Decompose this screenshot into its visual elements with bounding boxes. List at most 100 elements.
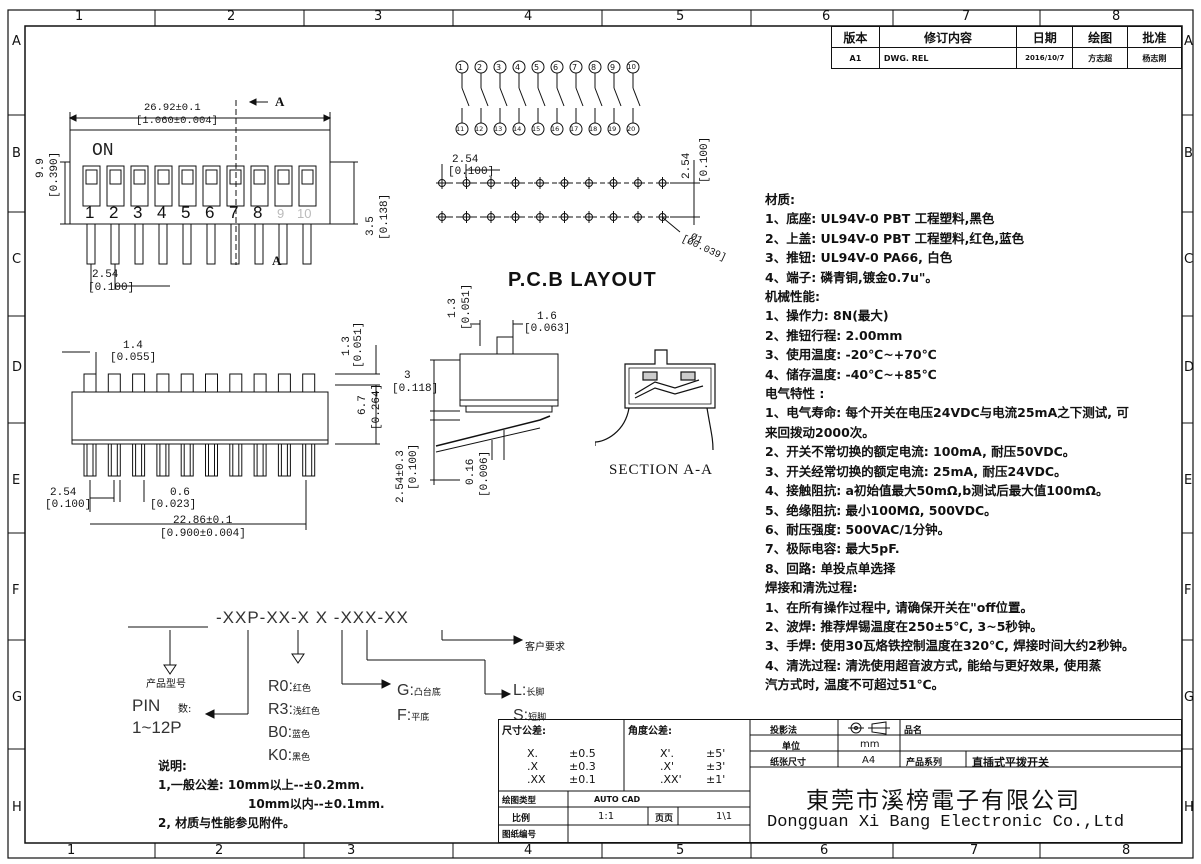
color-code: R0: <box>268 678 293 695</box>
row-letter: A <box>1184 34 1193 49</box>
dim-width: 26.92±0.1 <box>144 102 201 114</box>
pin-count-label: 数: <box>178 704 192 715</box>
row-letter: E <box>1184 473 1193 488</box>
section-mark-top: A <box>275 94 285 109</box>
notes-item: 6、耐压强度: 500VAC/1分钟。 <box>765 521 951 537</box>
color-options: R0:红色 R3:浅红色 B0:蓝色 K0:黑色 <box>268 676 320 768</box>
front-slider <box>107 373 121 393</box>
notes-item: 来回拨动2000次。 <box>765 424 875 440</box>
row-letter: C <box>12 252 22 267</box>
schematic-switch-contact <box>556 87 565 107</box>
rev-cell: DWG. REL <box>878 47 1018 69</box>
base-code: G: <box>397 682 414 699</box>
row-letter: D <box>1184 360 1195 375</box>
color-name: 浅红色 <box>292 707 320 717</box>
front-dim-3-in: [0.264] <box>371 383 383 430</box>
front-dim-4-in: [0.100] <box>45 499 92 511</box>
row-letter: F <box>1184 583 1192 598</box>
base-options: G:凸台底 F:平底 <box>397 679 441 729</box>
color-code: B0: <box>268 724 293 741</box>
front-slider <box>205 373 218 393</box>
on-label: ON <box>92 141 114 161</box>
notes-heading: 焊接和清洗过程: <box>765 580 858 596</box>
front-dim-2-in: [0.051] <box>353 321 365 368</box>
pcb-hole-pattern <box>436 160 700 233</box>
schematic-switch-contact <box>575 87 584 107</box>
title-block-grid <box>498 719 1182 843</box>
schematic-bottom-pin: 20 <box>627 125 636 133</box>
company-name-en: Dongguan Xi Bang Electronic Co.,Ltd <box>767 813 1125 832</box>
row-letter: F <box>12 583 20 598</box>
notes-item: 4、清洗过程: 清洗使用超音波方式, 能给与更好效果, 使用蒸 <box>765 657 1102 673</box>
rev-header: 修订内容 <box>878 26 1018 48</box>
ang-val: ±5' <box>706 747 726 760</box>
notes-heading: 电气特性 : <box>765 386 825 402</box>
front-pin <box>277 443 291 477</box>
rev-cell: A1 <box>831 47 880 69</box>
tol-key: .X <box>527 760 539 773</box>
front-slider <box>302 373 316 393</box>
front-pin <box>156 443 170 477</box>
dim-pin: 3.5 <box>365 216 377 236</box>
series: 直插式平拨开关 <box>972 756 1049 769</box>
rev-cell: 杨志刚 <box>1126 47 1183 69</box>
side-dim-2: 1.6 <box>537 311 557 323</box>
switch-number: 6 <box>205 203 215 222</box>
switch-number: 1 <box>85 203 95 222</box>
tol-val: ±0.5 <box>569 747 596 760</box>
front-slider <box>156 373 170 393</box>
tol-key: .XX <box>527 773 546 786</box>
front-dim-1-in: [0.055] <box>110 352 157 364</box>
front-dim-3: 6.7 <box>357 395 369 415</box>
col-number: 5 <box>676 9 685 24</box>
switch-number: 10 <box>297 206 312 221</box>
front-slider <box>83 373 97 393</box>
tol-key: X. <box>527 747 539 760</box>
schematic-bottom-pin: 19 <box>608 125 617 133</box>
ang-val: ±1' <box>706 773 726 786</box>
col-number: 5 <box>676 843 685 858</box>
customer-requirement: 客户要求 <box>525 642 565 653</box>
name-label: 品名 <box>904 726 923 736</box>
pcb-pitch-in: [0.100] <box>448 166 495 178</box>
dim-pin-in: [0.138] <box>379 193 391 240</box>
angle-tolerance-label: 角度公差: <box>628 726 672 737</box>
front-dim-2: 1.3 <box>341 336 353 356</box>
base-name: 凸台底 <box>413 688 441 698</box>
side-dim-1-in: [0.051] <box>461 283 473 330</box>
notes-item: 1、在所有操作过程中, 请确保开关在"off位置。 <box>765 599 1034 615</box>
side-dim-5-in: [0.006] <box>479 450 491 497</box>
switch-number: 5 <box>181 203 191 222</box>
col-number: 2 <box>215 843 224 858</box>
front-pin <box>253 443 267 477</box>
pcb-row-pitch-in: [0.100] <box>699 136 711 183</box>
row-letter: D <box>12 360 23 375</box>
color-code: K0: <box>268 747 293 764</box>
remarks-title: 说明: <box>158 759 187 773</box>
col-number: 1 <box>75 9 84 24</box>
dim-pitch: 2.54 <box>92 269 119 281</box>
top-view-drawing <box>60 98 358 290</box>
front-dim-1: 1.4 <box>123 340 143 352</box>
remarks-line: 1,一般公差: 10mm以上--±0.2mm. <box>158 778 365 792</box>
draw-type-label: 绘图类型 <box>502 796 537 806</box>
col-number: 3 <box>347 843 356 858</box>
scale: 1:1 <box>598 811 615 822</box>
schematic-pin-labels: 1 2 3 4 5 6 7 8 9 10 11 12 13 14 15 16 1… <box>452 58 652 140</box>
front-dim-5: 0.6 <box>170 487 190 499</box>
tol-val: ±0.3 <box>569 760 596 773</box>
part-number-diagram <box>128 626 524 719</box>
row-letter: C <box>1184 252 1194 267</box>
schematic-top-pin: 1 <box>458 63 464 72</box>
notes-item: 8、回路: 单投点单选择 <box>765 560 896 576</box>
pin-label: PIN <box>132 696 161 715</box>
notes-heading: 机械性能: <box>765 289 820 305</box>
col-number: 1 <box>67 843 76 858</box>
rev-header: 版本 <box>831 26 880 48</box>
part-number-code: -XXP-XX-X X -XXX-XX <box>216 608 409 627</box>
schematic-bottom-pin: 18 <box>589 125 598 133</box>
side-view-drawing <box>430 320 559 485</box>
schematic-switch-contact <box>613 87 622 107</box>
rev-header: 日期 <box>1016 26 1074 48</box>
notes-heading: 材质: <box>765 192 795 207</box>
